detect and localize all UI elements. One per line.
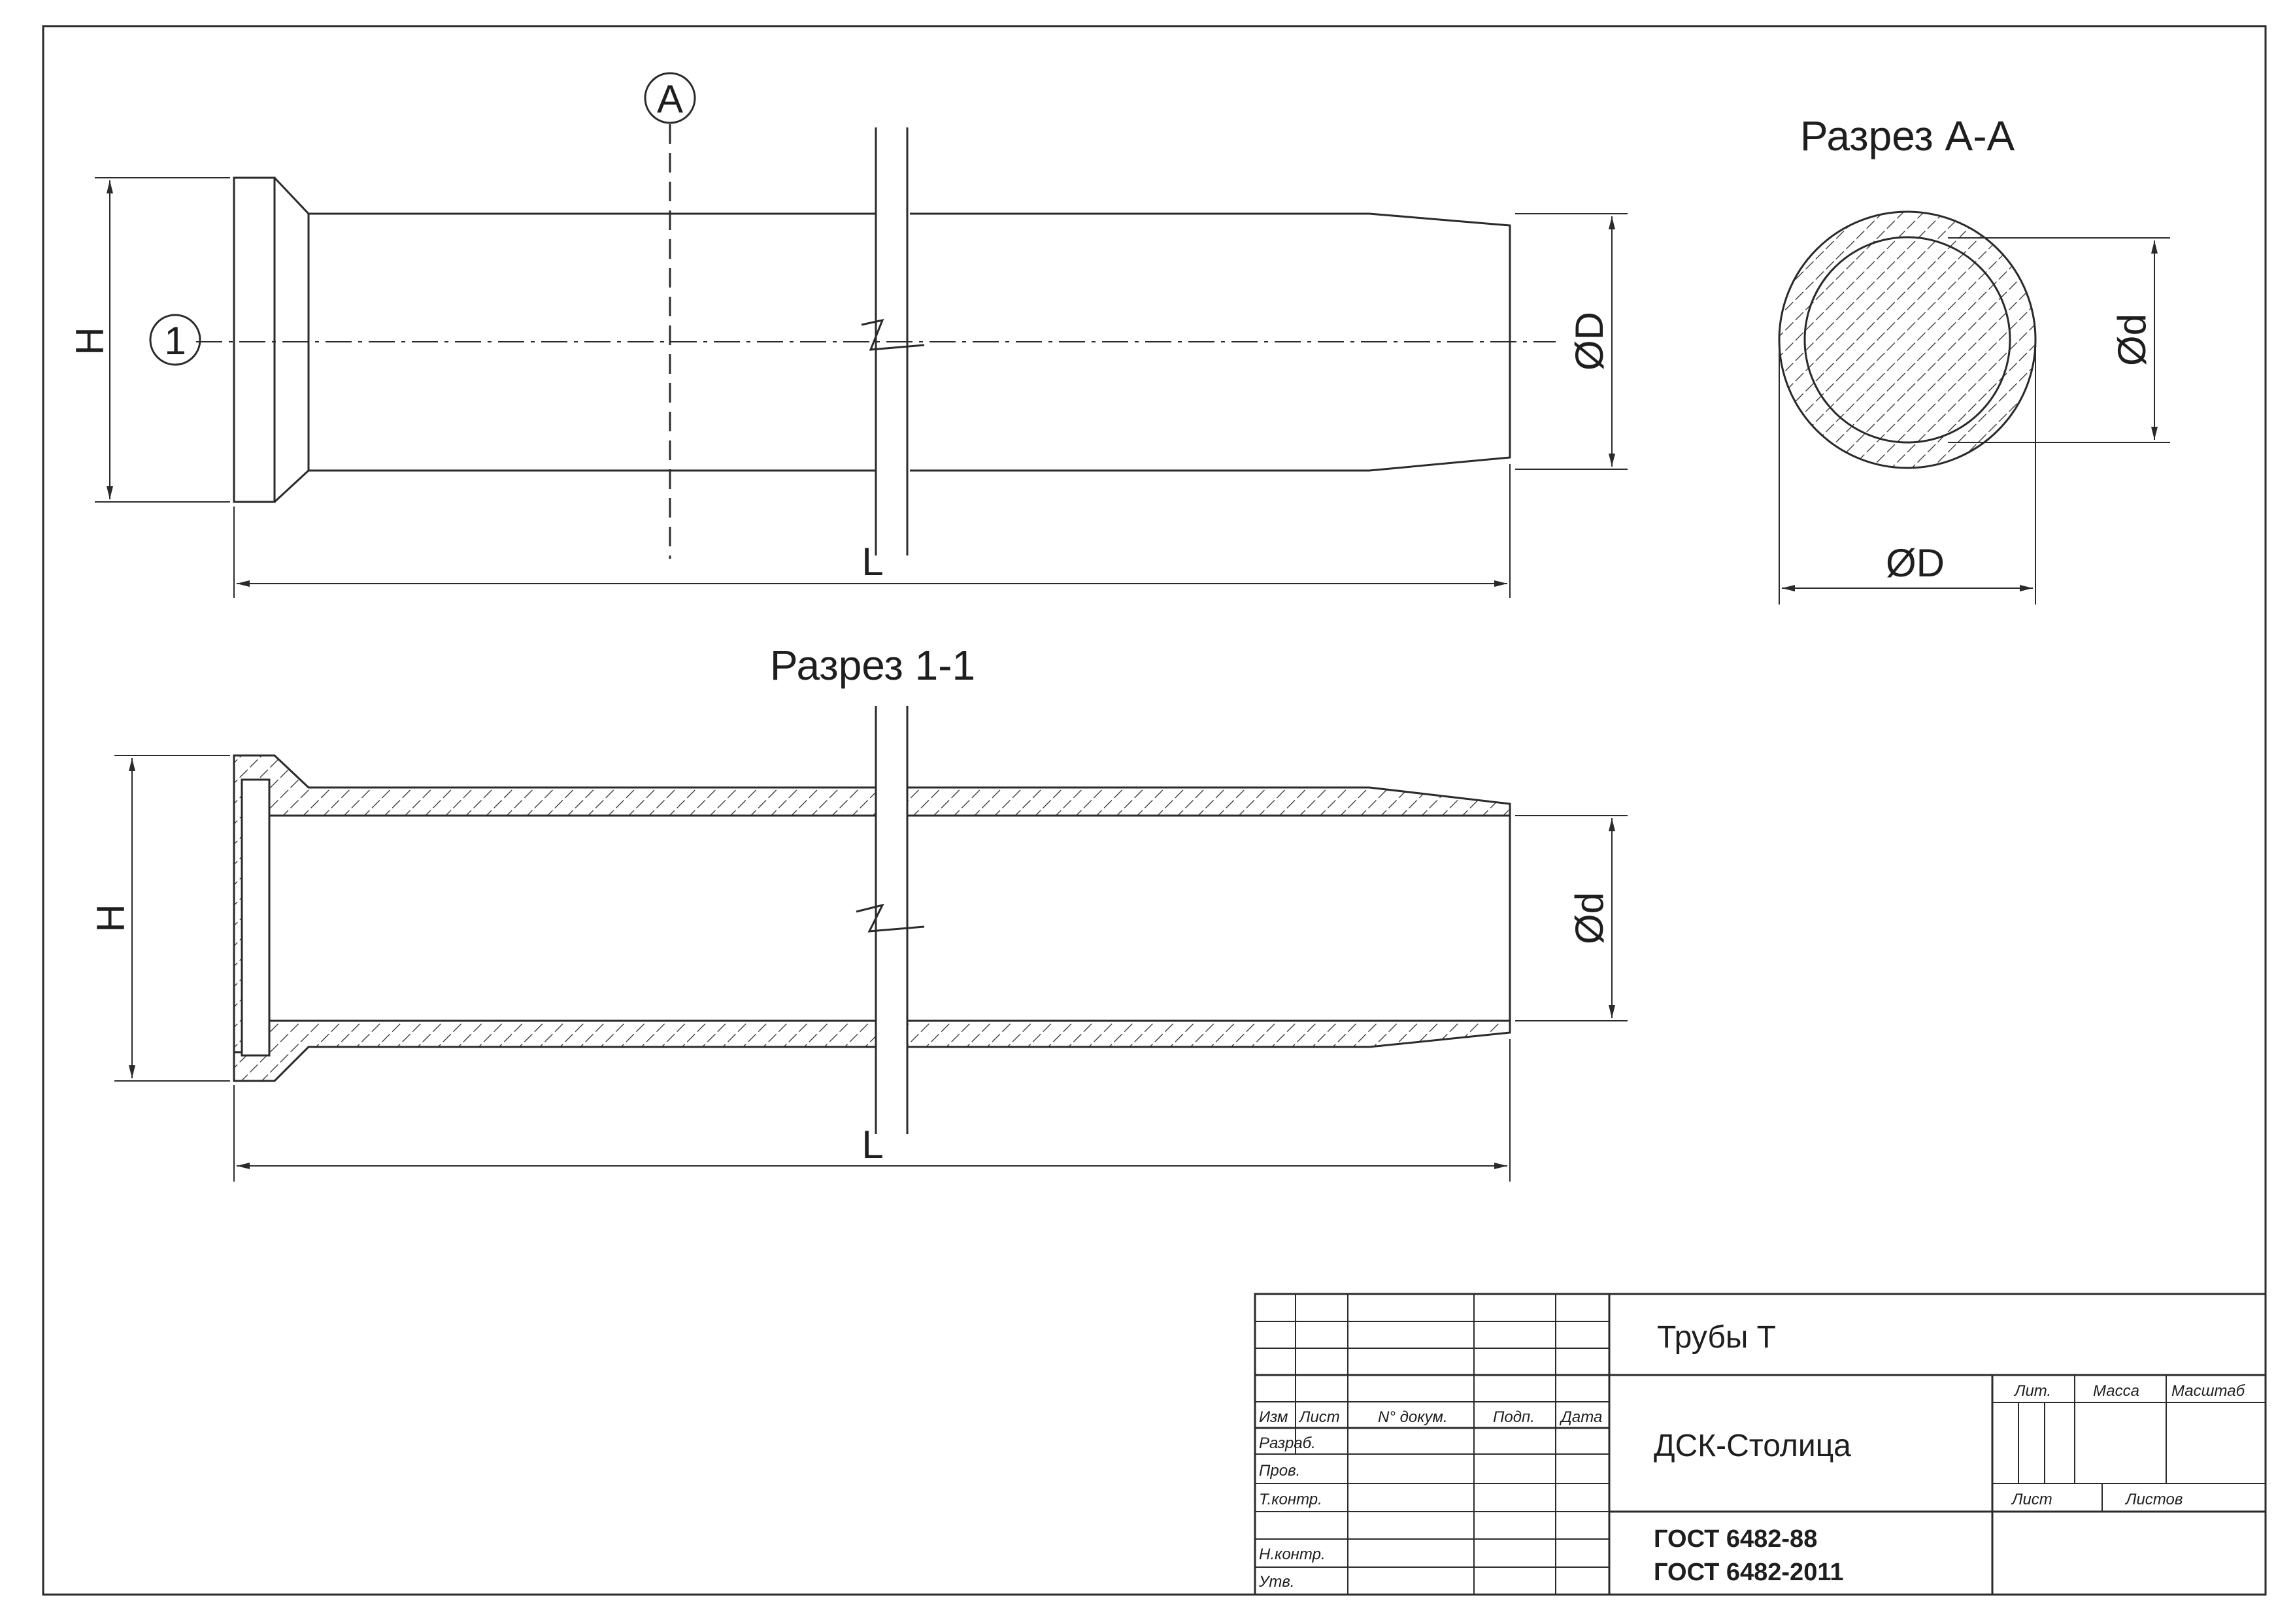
marker-a-label: A <box>657 77 683 121</box>
marker-1-circle <box>149 314 201 366</box>
tb-lit: Лит. <box>2013 1382 2051 1400</box>
pipe-side-view: A 1 H ØD L <box>68 72 1628 598</box>
tb-row-tkontr: Т.контр. <box>1259 1491 1322 1508</box>
tb-col-list: Лист <box>1298 1408 1340 1426</box>
tb-row-prov: Пров. <box>1259 1462 1300 1480</box>
tb-masshtab: Масштаб <box>2171 1382 2246 1400</box>
tb-col-date: Дата <box>1559 1408 1602 1426</box>
section-aa: Разрез А-А Ød ØD <box>1778 112 2170 605</box>
pipe-wall-top-right <box>906 786 1511 817</box>
marker-1-label: 1 <box>164 319 186 363</box>
socket-groove <box>241 778 271 1057</box>
tb-col-doc: N° докум. <box>1378 1408 1448 1426</box>
pipe-wall-bottom <box>233 1019 877 1082</box>
d11-dimension-label: Ød <box>1567 892 1611 944</box>
h-dimension-label: H <box>68 327 112 355</box>
title-block-frame <box>1254 1293 2267 1596</box>
break-zigzag-11 <box>856 903 925 933</box>
tb-product-name: Трубы Т <box>1657 1320 1776 1355</box>
section-aa-title: Разрез А-А <box>1800 112 2015 159</box>
tb-massa: Масса <box>2093 1382 2139 1400</box>
id-dimension-label: Ød <box>2110 314 2154 366</box>
od-dimension-label: ØD <box>1567 312 1611 371</box>
tb-standard-2: ГОСТ 6482-2011 <box>1654 1559 1844 1586</box>
h11-dimension-label: H <box>89 904 133 932</box>
pipe-wall-bottom-right <box>906 1019 1511 1048</box>
tb-row-razrab: Разраб. <box>1259 1434 1316 1452</box>
tb-sheet: Лист <box>2011 1491 2052 1508</box>
pipe-body-outline <box>273 176 1511 503</box>
tb-col-sign: Подп. <box>1493 1408 1535 1426</box>
l11-dimension-label: L <box>862 1123 883 1167</box>
marker-a-circle <box>644 72 696 124</box>
aa-od-dimension-label: ØD <box>1886 541 1945 585</box>
title-block: Изм Лист N° докум. Подп. Дата Разраб. Пр… <box>1254 1293 2267 1596</box>
tb-sheets: Листов <box>2124 1491 2183 1508</box>
socket-ring <box>233 176 276 503</box>
l-dimension-label: L <box>862 540 883 584</box>
tb-row-utv: Утв. <box>1258 1573 1295 1591</box>
break-zigzag <box>861 318 925 351</box>
drawing-frame <box>42 25 2267 1596</box>
pipe-wall-top <box>233 754 877 1053</box>
pipe-wall-outer <box>1778 210 2037 469</box>
section-11: Разрез 1-1 H Ød L <box>89 642 1628 1182</box>
tb-row-nkontr: Н.контр. <box>1259 1546 1326 1563</box>
tb-organization: ДСК-Столица <box>1654 1429 1851 1463</box>
tb-col-izm: Изм <box>1259 1408 1288 1426</box>
pipe-wall-inner <box>1803 236 2011 444</box>
section-11-title: Разрез 1-1 <box>770 642 975 689</box>
tb-standard-1: ГОСТ 6482-88 <box>1654 1525 1817 1553</box>
